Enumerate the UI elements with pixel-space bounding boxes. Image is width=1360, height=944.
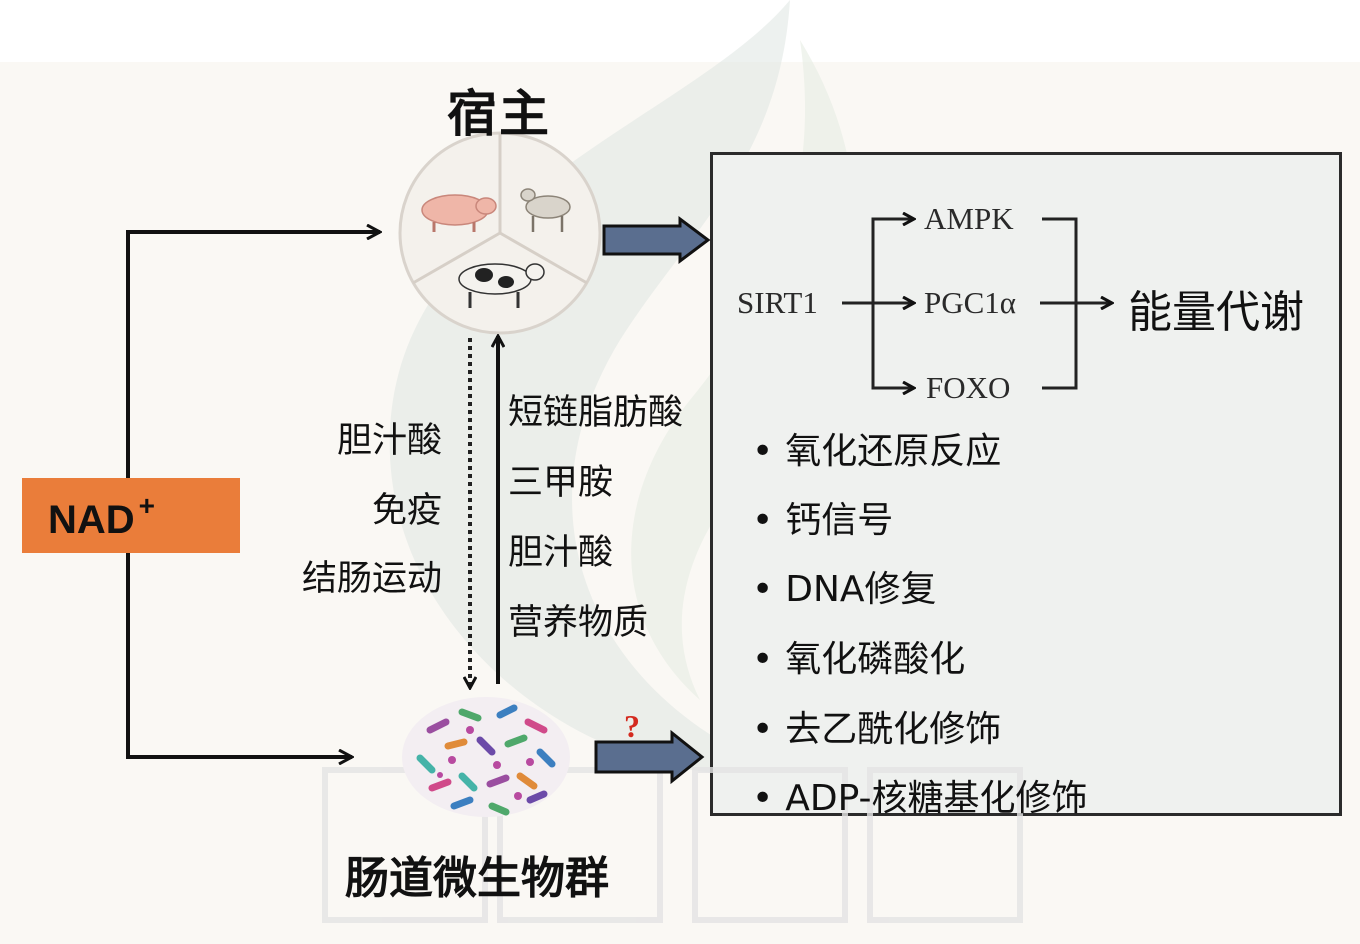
process-item: •DNA修复 [752, 569, 937, 610]
microbe-block-arrow [594, 729, 705, 785]
cow-icon [458, 263, 545, 308]
nad-connector [126, 232, 380, 757]
nad-superscript: + [138, 490, 156, 521]
microbe-factor-tma: 三甲胺 [508, 463, 614, 503]
signaling-panel [710, 152, 1342, 816]
energy-metabolism-label: 能量代谢 [1128, 287, 1304, 338]
gene-pgc1a: PGC1α [924, 285, 1017, 320]
process-item: •钙信号 [752, 500, 894, 541]
host-factor-immunity: 免疫 [371, 491, 442, 531]
host-circle [398, 131, 602, 335]
nad-box [22, 478, 240, 553]
pig-icon [421, 194, 497, 232]
unknown-question-mark: ? [624, 708, 640, 744]
host-block-arrow [602, 216, 711, 264]
microbiota-title: 肠道微生物群 [345, 853, 609, 904]
host-factor-bile-acid: 胆汁酸 [336, 421, 442, 461]
microbe-factor-nutrients: 营养物质 [508, 603, 649, 643]
gene-sirt1: SIRT1 [737, 285, 818, 320]
process-item: •氧化还原反应 [752, 431, 1002, 472]
process-item: •去乙酰化修饰 [752, 709, 1002, 750]
host-factor-colon-motility: 结肠运动 [301, 559, 442, 599]
gene-ampk: AMPK [924, 201, 1014, 236]
process-item: •氧化磷酸化 [752, 639, 966, 680]
goat-icon [520, 188, 571, 232]
microbiota-cluster [402, 697, 570, 817]
gene-foxo: FOXO [926, 370, 1011, 405]
microbe-factor-scfa: 短链脂肪酸 [508, 393, 684, 433]
process-item: •ADP-核糖基化修饰 [752, 778, 1088, 819]
sirt1-connectors [842, 219, 1112, 388]
nad-label: NAD+ [48, 490, 156, 542]
host-title: 宿主 [447, 85, 551, 143]
microbe-factor-bile-acid: 胆汁酸 [508, 533, 614, 573]
